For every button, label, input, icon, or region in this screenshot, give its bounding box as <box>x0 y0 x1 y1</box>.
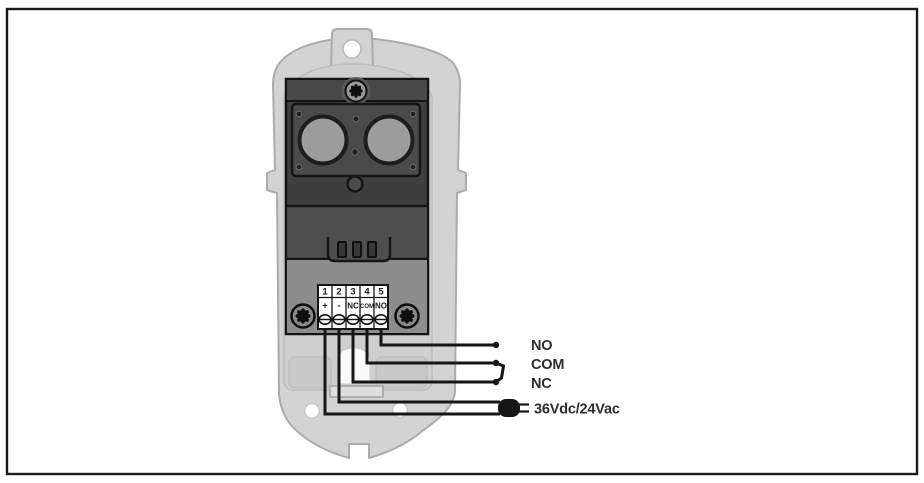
terminal-screw-left-icon <box>290 303 316 329</box>
wire-power-plus <box>323 329 500 416</box>
terminal-label-no: NO <box>375 302 387 311</box>
relay-contact-jumper <box>495 361 506 384</box>
wire-power-minus <box>337 329 500 404</box>
bottom-slot <box>329 385 384 398</box>
mounting-hole-bottom-left <box>304 403 320 419</box>
label-power: 36Vdc/24Vac <box>534 402 620 418</box>
plate-hole-center-bottom <box>351 148 359 156</box>
wire-terminals <box>492 341 520 417</box>
adjuster-hole <box>346 175 364 193</box>
terminal-number-4: 4 <box>364 287 370 298</box>
connector-slots <box>337 241 377 258</box>
plate-hole-tl <box>295 110 303 118</box>
top-screw-icon <box>342 77 370 105</box>
terminal-number-3: 3 <box>350 287 355 298</box>
plate-hole-tr <box>409 110 417 118</box>
terminal-number-2: 2 <box>336 287 341 298</box>
plate-hole-br <box>409 163 417 171</box>
plate-hole-bl <box>295 163 303 171</box>
wire-dot-nc <box>492 378 500 386</box>
terminal-label-minus: - <box>337 301 340 312</box>
plate-hole-center-top <box>352 115 360 123</box>
lens-right <box>363 114 415 166</box>
terminal-number-5: 5 <box>378 287 384 298</box>
lens-left <box>297 114 349 166</box>
label-no: NO <box>531 338 552 354</box>
label-com: COM <box>531 357 564 373</box>
terminal-screw-right-icon <box>394 303 420 329</box>
label-nc: NC <box>531 376 552 392</box>
wires <box>323 329 529 416</box>
terminal-label-nc: NC <box>347 302 359 311</box>
terminal-block: 1 2 3 4 5 + - NC COM NO <box>317 284 389 330</box>
recess-wing-right <box>375 356 428 389</box>
diagram-frame <box>5 7 919 476</box>
wire-dot-com <box>492 359 500 367</box>
power-plug-icon <box>498 399 520 417</box>
wire-dot-no <box>492 341 500 349</box>
terminal-label-plus: + <box>322 301 328 312</box>
terminal-number-1: 1 <box>322 287 328 298</box>
wire-no <box>379 329 494 347</box>
terminal-screws <box>318 313 388 325</box>
recess-wing-left <box>288 356 332 389</box>
wire-nc <box>351 329 494 384</box>
terminal-label-com: COM <box>360 304 374 310</box>
wire-com <box>365 329 494 365</box>
wire-labels: NO COM NC 36Vdc/24Vac <box>531 338 620 418</box>
mounting-hole-top <box>342 39 362 59</box>
